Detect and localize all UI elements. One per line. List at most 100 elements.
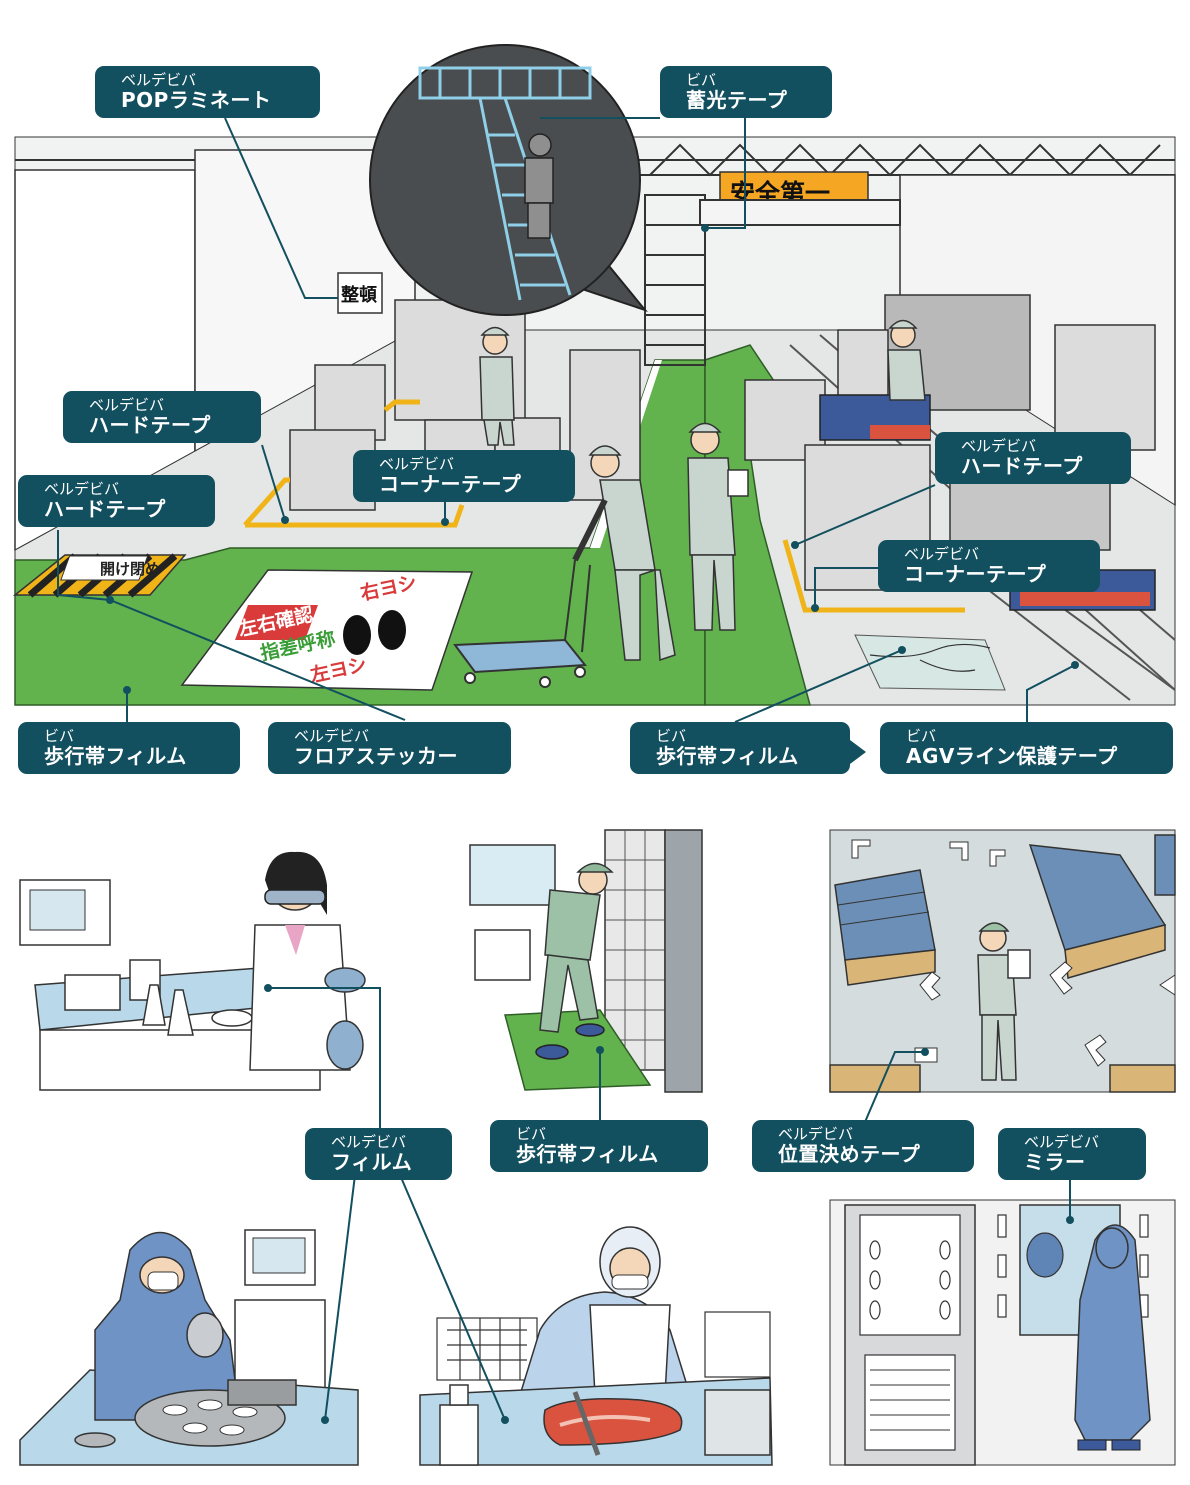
worker-at-machine	[479, 326, 515, 446]
hazard-sign-text: 開け閉め	[100, 560, 160, 578]
label-product: フロアステッカー	[294, 744, 458, 769]
lab-scientist	[249, 851, 351, 1071]
label-corner-tape-2: ベルデビバ コーナーテープ	[878, 540, 1100, 593]
factory-scene: 開け閉め 整頓	[12, 44, 1176, 706]
label-brand: ベルデビバ	[121, 71, 197, 89]
label-product: AGVライン保護テープ	[906, 744, 1118, 769]
label-pop-laminate: ベルデビバ POPラミネート	[95, 66, 320, 119]
line-hard-tape-1	[261, 444, 286, 521]
label-brand: ベルデビバ	[44, 480, 120, 498]
mirror-worker	[1074, 1224, 1151, 1451]
knife	[572, 1391, 601, 1456]
agv-cart-2-bumper	[1020, 592, 1150, 606]
label-positioning-tape: ベルデビバ 位置決めテープ	[752, 1120, 974, 1173]
label-brand: ビバ	[656, 727, 687, 745]
lab-stool	[324, 967, 366, 1070]
label-product: フィルム	[331, 1150, 413, 1175]
food-scene	[419, 1226, 773, 1466]
line-film-food	[399, 1174, 506, 1421]
air-nozzles	[869, 1240, 951, 1320]
line-walkway-film-2	[734, 649, 903, 723]
label-product: ハードテープ	[44, 497, 166, 522]
cleanroom-cabinet	[234, 1299, 326, 1391]
label-product: ハードテープ	[961, 454, 1083, 479]
label-product: 位置決めテープ	[778, 1142, 921, 1167]
pallet-stack-left	[834, 869, 936, 986]
label-product: 歩行帯フィルム	[44, 744, 187, 769]
spray-bottle	[439, 1384, 479, 1466]
wall-panel	[469, 844, 556, 906]
mirror-scene	[829, 1199, 1176, 1466]
label-product: 歩行帯フィルム	[656, 744, 799, 769]
label-product: コーナーテープ	[379, 472, 522, 497]
meat-slab	[543, 1398, 683, 1446]
label-brand: ビバ	[906, 727, 937, 745]
warehouse-scene	[829, 829, 1176, 1093]
sink	[704, 1389, 771, 1456]
label-product: 蓄光テープ	[686, 88, 788, 113]
worker-pushing-cart	[572, 445, 676, 662]
callout-lines	[57, 117, 1076, 1421]
line-positioning-tape	[864, 1051, 925, 1123]
label-brand: ベルデビバ	[294, 727, 370, 745]
hand-cart	[453, 559, 591, 688]
label-product: POPラミネート	[121, 88, 272, 113]
lab-microwave-window	[29, 889, 86, 931]
line-pop-laminate	[224, 117, 338, 299]
floor-crack-patch	[854, 634, 1006, 691]
pallet-bottom-left	[829, 1064, 921, 1093]
label-hard-tape-3: ベルデビバ ハードテープ	[18, 475, 215, 528]
label-hard-tape-2: ベルデビバ ハードテープ	[935, 432, 1131, 485]
label-brand: ベルデビバ	[379, 455, 455, 473]
label-mirror: ベルデビバ ミラー	[998, 1128, 1146, 1181]
label-brand: ビバ	[516, 1125, 547, 1143]
lint-rollers	[997, 1214, 1149, 1318]
wafer-tray	[74, 1379, 297, 1448]
label-hard-tape-1: ベルデビバ ハードテープ	[63, 391, 261, 444]
wall-box	[474, 929, 531, 981]
line-film-cleanroom	[324, 1174, 356, 1421]
label-brand: ベルデビバ	[904, 545, 980, 563]
label-walkway-film-3: ビバ 歩行帯フィルム	[490, 1120, 708, 1173]
lab-glassware	[64, 959, 253, 1036]
shelf-sign	[337, 272, 383, 314]
warehouse-worker	[977, 922, 1031, 1081]
label-walkway-film-2: ビバ 歩行帯フィルム	[630, 722, 850, 775]
line-corner-tape-2	[814, 567, 878, 608]
label-brand: ビバ	[686, 71, 717, 89]
locker-scene	[469, 829, 703, 1093]
line-film-lab	[268, 987, 381, 1128]
label-brand: ベルデビバ	[778, 1125, 854, 1143]
line-agv-tape	[1026, 664, 1076, 722]
yellow-tape-outlines	[243, 399, 965, 613]
footprint-left	[343, 615, 371, 655]
label-film: ベルデビバ フィルム	[305, 1128, 452, 1181]
food-baskets	[436, 1311, 771, 1381]
floor-sticker: 左右確認 指差呼称 右ヨシ 左ヨシ	[180, 569, 474, 691]
label-brand: ベルデビバ	[89, 396, 165, 414]
label-product: 歩行帯フィルム	[516, 1142, 659, 1167]
mezzanine-stairs	[644, 194, 901, 366]
callout-dots	[106, 224, 1079, 1424]
line-hard-tape-2	[794, 484, 936, 546]
label-brand: ベルデビバ	[1024, 1133, 1100, 1151]
locker-doors	[605, 830, 665, 1070]
worker-with-clipboard	[687, 422, 749, 631]
label-luminous-tape: ビバ 蓄光テープ	[660, 66, 832, 119]
vent-slats	[870, 1369, 950, 1431]
locker-pillar	[664, 829, 703, 1093]
air-shower-vent	[864, 1354, 956, 1451]
pallet-stack-right	[1028, 834, 1176, 979]
locker-worker	[535, 862, 614, 1060]
line-luminous-tape-2	[705, 118, 746, 229]
meat-fat	[559, 1414, 651, 1427]
machine-far-right	[1054, 324, 1156, 451]
label-agv-tape: ビバ AGVライン保護テープ	[880, 722, 1173, 775]
box-1	[314, 364, 386, 441]
label-product: ミラー	[1024, 1150, 1086, 1175]
label-walkway-film-1: ビバ 歩行帯フィルム	[18, 722, 240, 775]
positioning-marks	[851, 839, 1176, 1067]
label-corner-tape-1: ベルデビバ コーナーテープ	[353, 450, 575, 503]
shelf-sign-text: 整頓	[340, 284, 377, 306]
